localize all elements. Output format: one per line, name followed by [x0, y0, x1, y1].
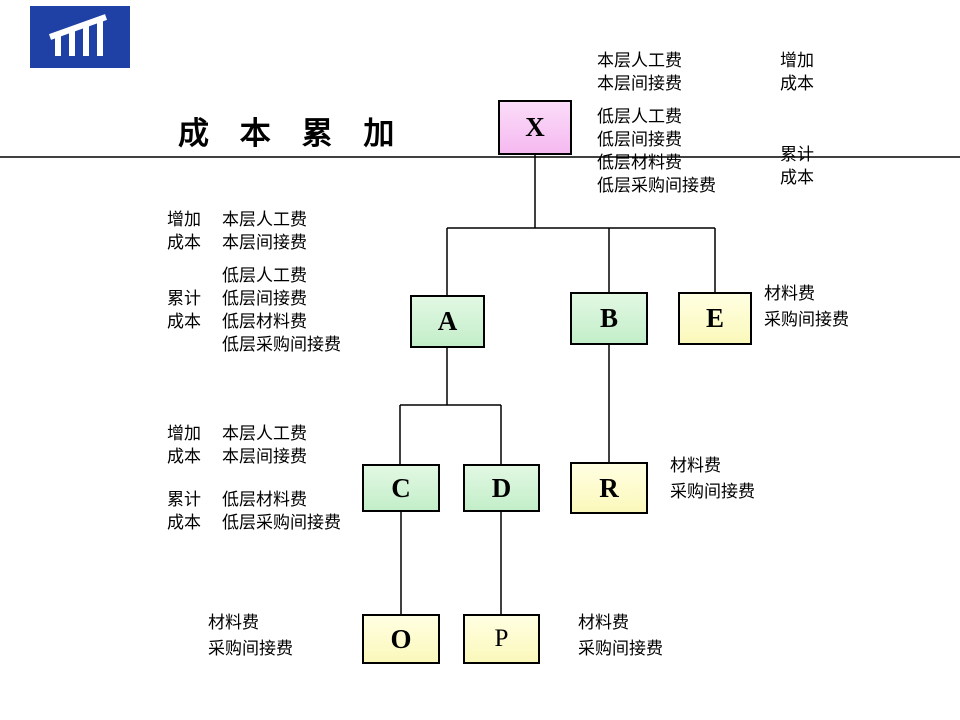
- annotation-line: 低层采购间接费: [222, 335, 341, 355]
- annotation-line: 低层人工费: [597, 107, 682, 127]
- annotation-line: 低层间接费: [597, 130, 682, 150]
- a-added-cost-label: 增加 成本: [167, 209, 201, 255]
- annotation-line: 本层人工费: [222, 424, 307, 444]
- node-x: X: [498, 100, 572, 155]
- node-r: R: [570, 462, 648, 514]
- c-cumulative-cost-label: 累计 成本: [167, 489, 201, 535]
- annotation-line: 采购间接费: [578, 639, 663, 659]
- node-b: B: [570, 292, 648, 345]
- annotation-line: 低层采购间接费: [222, 513, 341, 533]
- annotation-line: 材料费: [578, 613, 629, 633]
- node-d: D: [463, 464, 540, 512]
- node-a: A: [410, 295, 485, 348]
- node-c: C: [362, 464, 440, 512]
- annotation-line: 累计: [780, 145, 814, 165]
- node-c-label: C: [391, 472, 411, 503]
- annotation-line: 本层间接费: [597, 74, 682, 94]
- x-added-cost-label: 增加 成本: [780, 50, 814, 96]
- p-material-cost-label: 材料费 采购间接费: [578, 610, 663, 662]
- annotation-line: 材料费: [208, 613, 259, 633]
- annotation-line: 采购间接费: [670, 482, 755, 502]
- c-added-cost-label: 增加 成本: [167, 423, 201, 469]
- annotation-line: 采购间接费: [764, 310, 849, 330]
- x-lower-cost-lines: 低层人工费 低层间接费 低层材料费 低层采购间接费: [597, 106, 716, 198]
- annotation-line: 成本: [167, 513, 201, 533]
- annotation-line: 成本: [780, 168, 814, 188]
- annotation-line: 本层间接费: [222, 233, 307, 253]
- node-p-label: P: [494, 625, 509, 652]
- annotation-line: 低层人工费: [222, 266, 307, 286]
- company-logo: [30, 6, 130, 68]
- annotation-line: 低层材料费: [597, 153, 682, 173]
- annotation-line: 增加: [167, 424, 201, 444]
- annotation-line: 低层材料费: [222, 490, 307, 510]
- a-cumulative-cost-label: 累计 成本: [167, 288, 201, 334]
- r-material-cost-label: 材料费 采购间接费: [670, 453, 755, 505]
- node-x-label: X: [525, 112, 545, 142]
- annotation-line: 本层人工费: [222, 210, 307, 230]
- annotation-line: 增加: [167, 210, 201, 230]
- annotation-line: 增加: [780, 51, 814, 71]
- e-material-cost-label: 材料费 采购间接费: [764, 281, 849, 333]
- annotation-line: 材料费: [670, 456, 721, 476]
- annotation-line: 材料费: [764, 284, 815, 304]
- node-e-label: E: [705, 303, 724, 333]
- node-r-label: R: [599, 472, 619, 503]
- o-material-cost-label: 材料费 采购间接费: [208, 610, 293, 662]
- annotation-line: 累计: [167, 490, 201, 510]
- a-lower-cost-lines: 低层人工费 低层间接费 低层材料费 低层采购间接费: [222, 265, 341, 357]
- x-current-cost-lines: 本层人工费 本层间接费: [597, 50, 682, 96]
- page-title: 成 本 累 加: [178, 116, 405, 152]
- node-o: O: [362, 614, 440, 664]
- annotation-line: 本层间接费: [222, 447, 307, 467]
- annotation-line: 累计: [167, 289, 201, 309]
- annotation-line: 采购间接费: [208, 639, 293, 659]
- annotation-line: 本层人工费: [597, 51, 682, 71]
- annotation-line: 成本: [167, 447, 201, 467]
- annotation-line: 成本: [780, 74, 814, 94]
- node-b-label: B: [599, 303, 618, 333]
- node-o-label: O: [390, 623, 412, 654]
- node-a-label: A: [437, 306, 458, 336]
- logo-building-icon: [48, 14, 108, 56]
- c-current-cost-lines: 本层人工费 本层间接费: [222, 423, 307, 469]
- node-d-label: D: [491, 472, 512, 503]
- c-lower-cost-lines: 低层材料费 低层采购间接费: [222, 489, 341, 535]
- annotation-line: 成本: [167, 312, 201, 332]
- annotation-line: 成本: [167, 233, 201, 253]
- node-e: E: [678, 292, 752, 345]
- annotation-line: 低层采购间接费: [597, 176, 716, 196]
- annotation-line: 低层材料费: [222, 312, 307, 332]
- node-p: P: [463, 614, 540, 664]
- x-cumulative-cost-label: 累计 成本: [780, 144, 814, 190]
- annotation-line: 低层间接费: [222, 289, 307, 309]
- a-current-cost-lines: 本层人工费 本层间接费: [222, 209, 307, 255]
